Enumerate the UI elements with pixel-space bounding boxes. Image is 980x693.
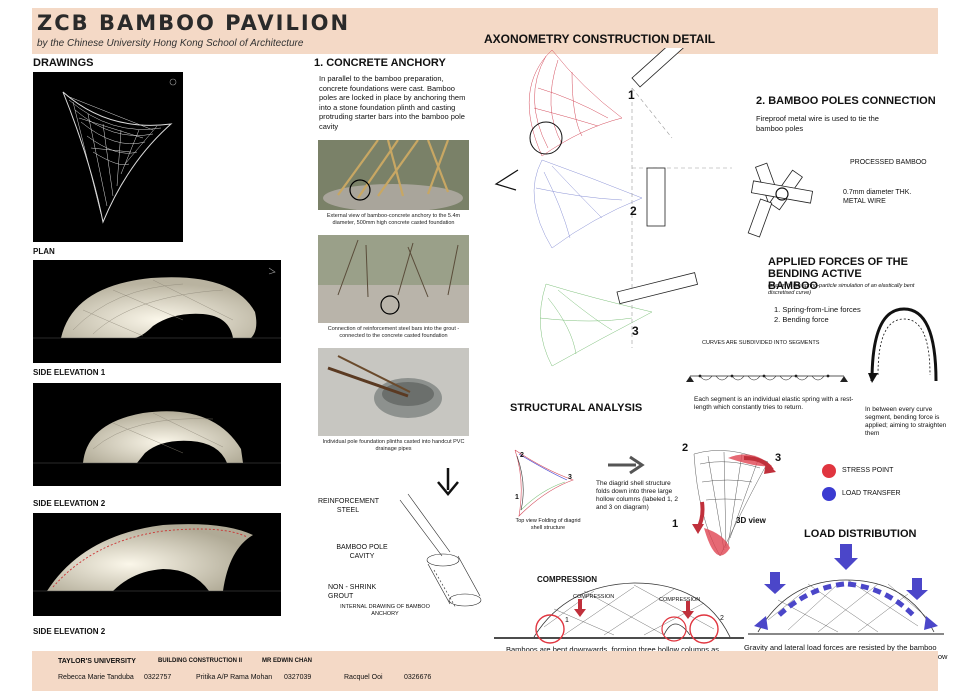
compression-diagram [494, 582, 744, 644]
3d-view-diagram [692, 450, 776, 557]
label-grout: NON - SHRINK GROUT [328, 584, 377, 600]
anchor-photo-2 [318, 235, 469, 323]
elevation-2-label: SIDE ELEVATION 2 [33, 499, 106, 508]
compression-label-1: COMPRESSION [573, 594, 615, 600]
label-metal-wire: 0.7mm diameter THK. METAL WIRE [843, 189, 912, 205]
3d-number-2: 2 [682, 442, 689, 454]
label-bamboo-cavity: BAMBOO POLE CAVITY [336, 544, 388, 560]
topview-n3: 3 [568, 474, 572, 481]
footer-university: TAYLOR'S UNIVERSITY [58, 658, 136, 665]
anchor-caption-1: External view of bamboo-concrete anchory… [326, 213, 461, 226]
elevation-2-drawing [33, 383, 281, 486]
grey-arrow [608, 455, 645, 475]
compression-number-2: 2 [720, 615, 724, 622]
load-heading: LOAD DISTRIBUTION [804, 528, 917, 540]
forces-sub: (shown in the spring-particle simulation… [768, 283, 915, 296]
forces-heading: APPLIED FORCES OF THE BENDING ACTIVE BAM… [768, 256, 908, 292]
poster-subtitle: by the Chinese University Hong Kong Scho… [37, 38, 304, 49]
stress-point-dot [822, 464, 836, 478]
elevation-1-drawing [33, 260, 281, 363]
anchor-detail-drawing [399, 468, 482, 609]
topview-diagram [514, 449, 574, 517]
anchor-caption-2: Connection of reinforcement steel bars i… [327, 326, 460, 339]
student-2-name: Pritika A/P Rama Mohan [196, 674, 273, 681]
compression-heading: COMPRESSION [537, 575, 598, 584]
segment-diagram [686, 374, 848, 382]
legend-load-transfer: LOAD TRANSFER [842, 490, 901, 497]
connection-body: Fireproof metal wire is used to tie the … [756, 114, 879, 133]
label-internal-drawing: INTERNAL DRAWING OF BAMBOO ANCHORY [340, 604, 430, 617]
anchor-photo-1 [318, 140, 469, 210]
topview-n2: 2 [520, 452, 524, 459]
connection-heading: 2. BAMBOO POLES CONNECTION [756, 95, 936, 107]
footer-band [32, 651, 938, 691]
3d-number-1: 1 [672, 518, 679, 530]
curve-label: CURVES ARE SUBDIVIDED INTO SEGMENTS [702, 340, 820, 346]
anchor-photo-3 [318, 348, 469, 436]
axonometry-title: AXONOMETRY CONSTRUCTION DETAIL [484, 32, 716, 46]
topview-caption: Top view Folding of diagrid shell struct… [515, 518, 581, 531]
student-3-id: 0326676 [404, 674, 432, 681]
plan-drawing [33, 72, 183, 242]
footer-course: BUILDING CONSTRUCTION II [158, 658, 242, 664]
student-2-id: 0327039 [284, 674, 312, 681]
axonometry-diagram [494, 48, 732, 367]
elevation-1-label: SIDE ELEVATION 1 [33, 368, 106, 377]
drawings-heading: DRAWINGS [33, 57, 94, 69]
structural-heading: STRUCTURAL ANALYSIS [510, 402, 643, 414]
compression-label-2: COMPRESSION [659, 597, 701, 603]
forces-item-2: 2. Bending force [774, 315, 829, 324]
label-processed-bamboo: PROCESSED BAMBOO [850, 159, 927, 166]
anchor-caption-3: Individual pole foundation plinths caste… [322, 439, 465, 452]
load-distribution-diagram [748, 544, 944, 635]
legend-stress-point: STRESS POINT [842, 467, 894, 474]
axon-number-3: 3 [632, 324, 639, 338]
bending-arch-diagram [868, 307, 938, 383]
footer-lecturer: MR EDWIN CHAN [262, 658, 312, 664]
3d-view-label: 3D view [736, 516, 766, 525]
student-3-name: Racquel Ooi [344, 674, 383, 681]
axon-number-1: 1 [628, 88, 635, 102]
label-reinforcement-steel: REINFORCEMENT STEEL [318, 498, 380, 514]
header-band [32, 8, 938, 54]
elevation-3-drawing [33, 513, 281, 616]
segment-text: Each segment is an individual elastic sp… [694, 396, 854, 411]
3d-number-3: 3 [775, 452, 782, 464]
compression-number-1: 1 [565, 617, 569, 624]
structural-text: The diagrid shell structure folds down i… [596, 480, 679, 511]
bend-text: In between every curve segment, bending … [865, 406, 947, 437]
axon-number-2: 2 [630, 204, 637, 218]
anchor-body: In parallel to the bamboo preparation, c… [319, 74, 466, 131]
poster-title: ZCB BAMBOO PAVILION [37, 11, 351, 35]
load-transfer-dot [822, 487, 836, 501]
plan-label: PLAN [33, 247, 55, 256]
topview-n1: 1 [515, 494, 519, 501]
forces-item-1: 1. Spring-from-Line forces [774, 305, 861, 314]
student-1-id: 0322757 [144, 674, 172, 681]
bamboo-connection-drawing [747, 162, 814, 238]
elevation-3-label: SIDE ELEVATION 2 [33, 627, 106, 636]
student-1-name: Rebecca Marie Tanduba [58, 674, 134, 681]
anchor-heading: 1. CONCRETE ANCHORY [314, 57, 446, 69]
